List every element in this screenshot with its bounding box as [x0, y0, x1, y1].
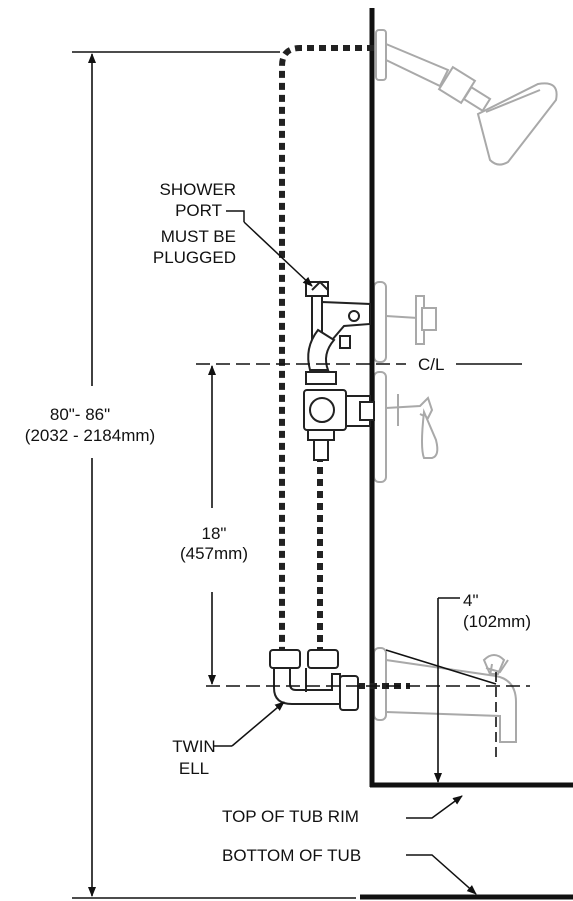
tub-rim-note: TOP OF TUB RIM — [222, 795, 463, 826]
spout-offset-dimension: 4" (102mm) — [385, 591, 531, 783]
total-height-label-1: 80"- 86" — [50, 405, 110, 424]
shower-port-label-3: MUST BE — [161, 227, 236, 246]
shower-port-label-2: PORT — [175, 201, 222, 220]
shower-head — [375, 29, 558, 166]
centerline-label: C/L — [418, 355, 444, 374]
twin-ell-note: TWIN ELL — [172, 701, 285, 778]
twin-ell-label-1: TWIN — [172, 737, 215, 756]
shower-port-note: SHOWER PORT MUST BE PLUGGED — [153, 180, 313, 287]
twin-ell-label-2: ELL — [179, 759, 209, 778]
supply-pipes — [279, 45, 410, 689]
valve-body — [303, 280, 375, 461]
twin-ell-fitting — [269, 649, 359, 711]
spout-offset-label-1: 4" — [463, 591, 479, 610]
tub-bottom-label: BOTTOM OF TUB — [222, 846, 361, 865]
spout-offset-label-2: (102mm) — [463, 612, 531, 631]
valve-height-label-2: (457mm) — [180, 544, 248, 563]
total-height-dimension: 80"- 86" (2032 - 2184mm) — [25, 51, 356, 899]
shower-port-label-4: PLUGGED — [153, 248, 236, 267]
tub-spout — [373, 647, 517, 743]
tub-rim-label: TOP OF TUB RIM — [222, 807, 359, 826]
lever-handle-trim — [373, 371, 439, 483]
valve-height-label-1: 18" — [202, 524, 227, 543]
tub-bottom-note: BOTTOM OF TUB — [222, 846, 477, 895]
cross-handle-trim — [373, 281, 437, 363]
valve-height-dimension: 18" (457mm) — [180, 365, 248, 685]
shower-port-label-1: SHOWER — [160, 180, 237, 199]
total-height-label-2: (2032 - 2184mm) — [25, 426, 155, 445]
